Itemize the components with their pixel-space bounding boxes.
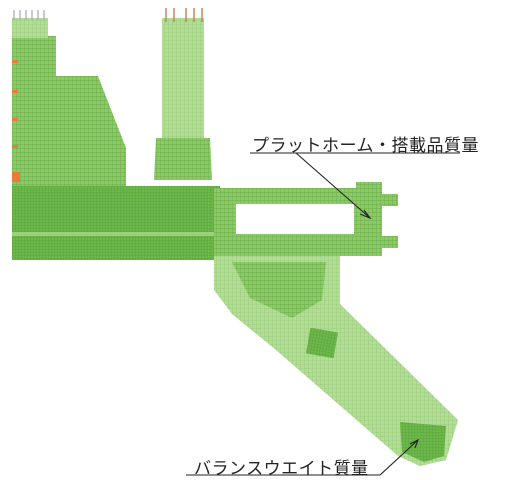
platform-frame <box>214 182 398 256</box>
platform-leader-arrow <box>359 209 372 220</box>
mast <box>154 8 212 180</box>
balance-weight-mass-label: バランスウエイト質量 <box>194 459 369 479</box>
main-beam <box>12 186 220 260</box>
leader-lines <box>186 152 460 476</box>
balance-arm <box>214 256 458 466</box>
constraint-pins-top-left <box>13 10 45 20</box>
platform-leader-line <box>250 152 460 219</box>
balance-leader-arrow <box>409 438 420 449</box>
inclined-brace <box>56 76 126 186</box>
platform-mass-label: プラットホーム・搭載品質量 <box>252 136 479 156</box>
balance-leader-line <box>186 439 419 476</box>
